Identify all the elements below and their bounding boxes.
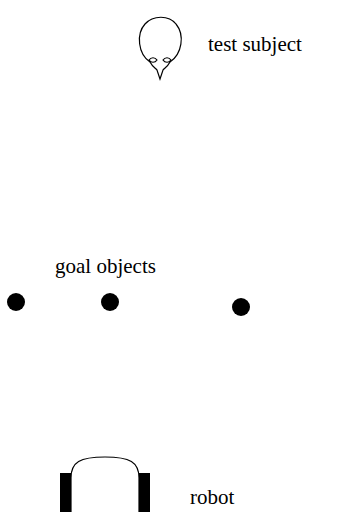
scene-label: goal objects [55, 256, 156, 277]
scene-label: robot [190, 487, 234, 508]
goal-object-dots [7, 293, 250, 316]
goal-object [101, 293, 119, 311]
robot-wheel [60, 473, 71, 512]
robot-wheel [139, 473, 150, 512]
goal-object [7, 293, 25, 311]
head-figure [139, 17, 181, 79]
goal-object [232, 298, 250, 316]
robot-figure [60, 457, 150, 512]
scene-label: test subject [208, 34, 302, 55]
